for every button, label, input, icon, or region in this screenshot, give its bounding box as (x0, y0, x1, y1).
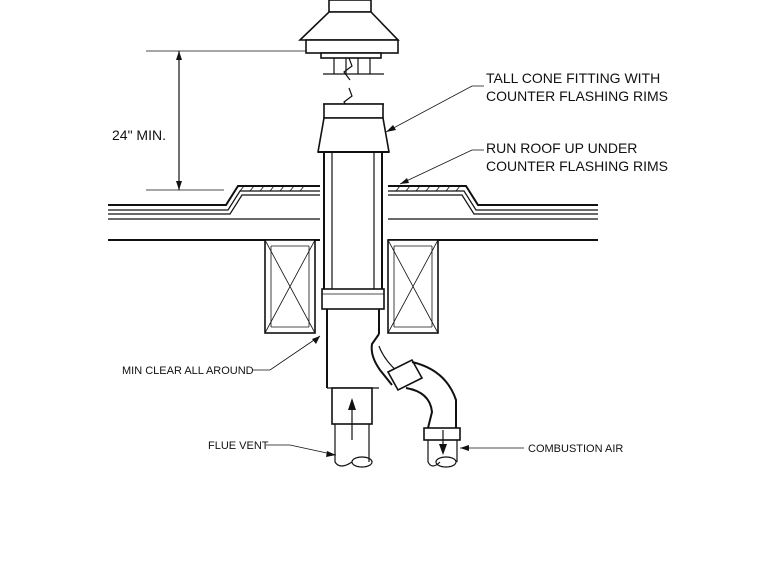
termination-cap (298, 0, 400, 105)
flue-vent-label: FLUE VENT (208, 440, 269, 452)
min-height-label: 24" MIN. (112, 127, 166, 143)
cone-fitting-label-line2: COUNTER FLASHING RIMS (486, 88, 668, 104)
roof-assembly (108, 185, 598, 241)
break-lines (343, 57, 353, 111)
air-flow-arrow (439, 430, 447, 455)
min-height-dimension (146, 50, 306, 191)
vent-pipe (321, 152, 385, 468)
min-clear-label: MIN CLEAR ALL AROUND (122, 365, 254, 377)
combustion-air-branch (370, 333, 461, 468)
flue-flow-arrow (348, 398, 356, 440)
tall-cone-fitting (317, 103, 390, 153)
roof-joists (264, 239, 439, 334)
roof-flashing-label-line1: RUN ROOF UP UNDER (486, 140, 637, 156)
combustion-air-label: COMBUSTION AIR (528, 443, 623, 455)
cone-fitting-label-line1: TALL CONE FITTING WITH (486, 70, 660, 86)
leader-lines (252, 85, 524, 457)
roof-flashing-label-line2: COUNTER FLASHING RIMS (486, 158, 668, 174)
